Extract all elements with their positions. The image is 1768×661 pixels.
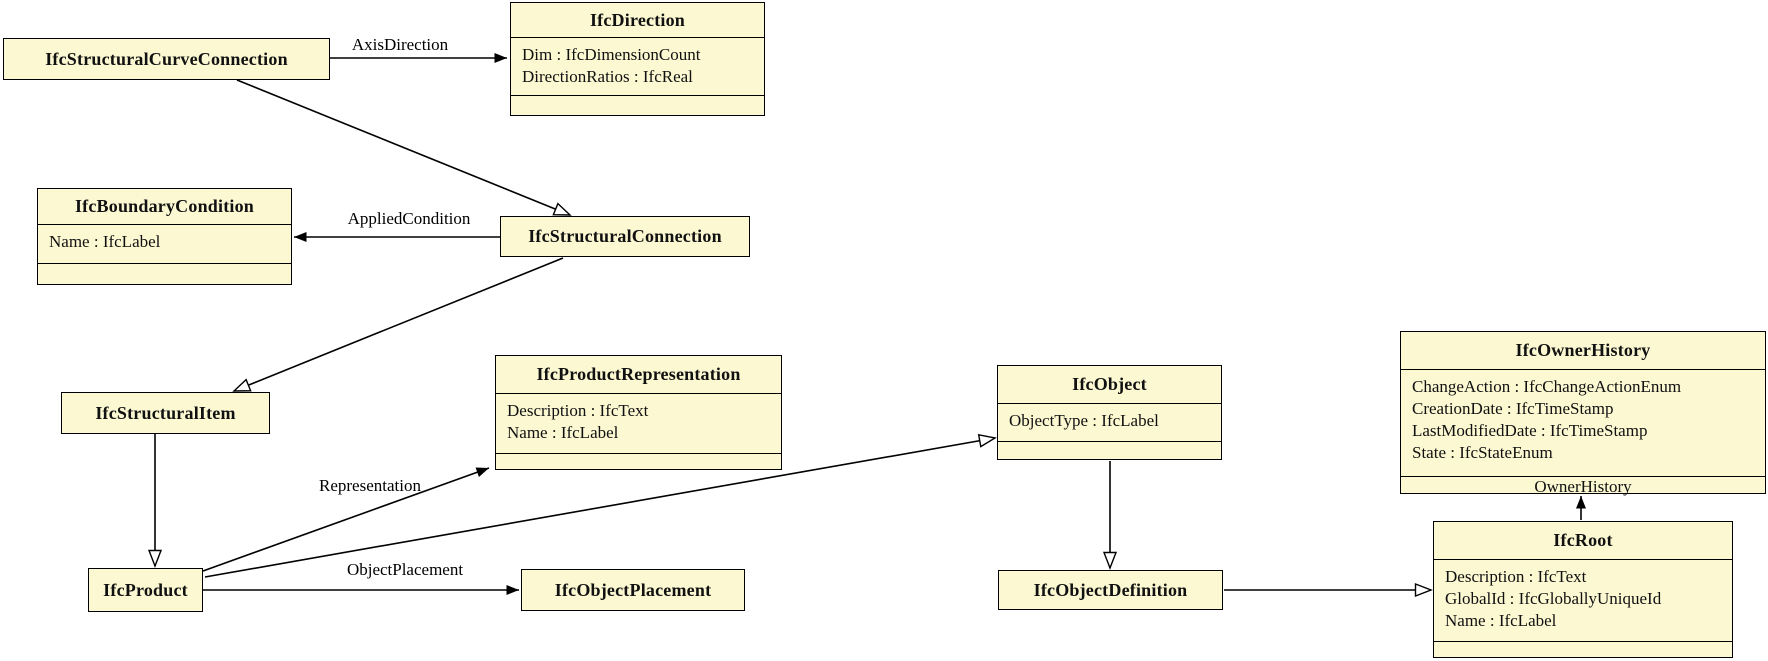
class-title: IfcProductRepresentation bbox=[536, 364, 741, 384]
class-title: IfcObjectDefinition bbox=[1033, 579, 1188, 600]
class-attribute: Name : IfcLabel bbox=[1445, 611, 1557, 630]
association-label-representation: Representation bbox=[319, 476, 421, 495]
class-title: IfcObject bbox=[1072, 374, 1147, 394]
attribute-compartment: ChangeAction : IfcChangeActionEnum Creat… bbox=[1401, 369, 1765, 476]
attribute-compartment: Description : IfcText Name : IfcLabel bbox=[496, 393, 781, 453]
empty-compartment bbox=[998, 441, 1221, 459]
class-title: IfcBoundaryCondition bbox=[74, 196, 255, 216]
class-attribute: State : IfcStateEnum bbox=[1412, 443, 1553, 462]
association-label-axisdirection: AxisDirection bbox=[351, 35, 449, 54]
attribute-compartment: Name : IfcLabel bbox=[38, 224, 291, 263]
class-ifcstructuralconnection: IfcStructuralConnection bbox=[500, 216, 750, 257]
class-ifcproductrepresentation: IfcProductRepresentation Description : I… bbox=[495, 355, 782, 470]
association-label-ownerhistory: OwnerHistory bbox=[1401, 476, 1765, 497]
class-title: IfcProduct bbox=[103, 579, 188, 600]
class-ifcownerhistory: IfcOwnerHistory ChangeAction : IfcChange… bbox=[1400, 331, 1766, 497]
class-attribute: ChangeAction : IfcChangeActionEnum bbox=[1412, 377, 1682, 396]
empty-compartment bbox=[511, 95, 764, 115]
class-attribute: Description : IfcText bbox=[507, 401, 649, 420]
class-ifcstructuralitem: IfcStructuralItem bbox=[61, 392, 270, 434]
class-ifcdirection: IfcDirection Dim : IfcDimensionCount Dir… bbox=[510, 2, 765, 116]
class-attribute: DirectionRatios : IfcReal bbox=[522, 67, 693, 86]
class-attribute: GlobalId : IfcGloballyUniqueId bbox=[1445, 589, 1662, 608]
class-attribute: ObjectType : IfcLabel bbox=[1009, 411, 1159, 430]
class-title: IfcStructuralConnection bbox=[528, 226, 722, 246]
class-attribute: Name : IfcLabel bbox=[49, 232, 161, 251]
association-label-objectplacement: ObjectPlacement bbox=[346, 560, 464, 579]
class-attribute: Description : IfcText bbox=[1445, 567, 1587, 586]
empty-compartment bbox=[1434, 641, 1732, 657]
class-title: IfcStructuralCurveConnection bbox=[45, 48, 288, 69]
class-ifcproduct: IfcProduct bbox=[88, 568, 203, 612]
association-label-appliedcondition: AppliedCondition bbox=[347, 209, 471, 228]
class-title: IfcRoot bbox=[1553, 530, 1613, 550]
class-title: IfcDirection bbox=[589, 9, 686, 30]
class-attribute: Dim : IfcDimensionCount bbox=[522, 45, 701, 64]
class-attribute: LastModifiedDate : IfcTimeStamp bbox=[1412, 421, 1648, 440]
class-ifcobjectplacement: IfcObjectPlacement bbox=[521, 569, 745, 611]
empty-compartment bbox=[38, 263, 291, 284]
class-title: IfcObjectPlacement bbox=[554, 579, 712, 600]
class-ifcstructuralcurveconnection: IfcStructuralCurveConnection bbox=[3, 38, 330, 80]
class-ifcboundarycondition: IfcBoundaryCondition Name : IfcLabel bbox=[37, 188, 292, 285]
class-ifcobjectdefinition: IfcObjectDefinition bbox=[998, 570, 1223, 610]
empty-compartment bbox=[496, 453, 781, 469]
attribute-compartment: Description : IfcText GlobalId : IfcGlob… bbox=[1434, 559, 1732, 641]
attribute-compartment: ObjectType : IfcLabel bbox=[998, 403, 1221, 441]
class-ifcroot: IfcRoot Description : IfcText GlobalId :… bbox=[1433, 521, 1733, 658]
attribute-compartment: Dim : IfcDimensionCount DirectionRatios … bbox=[511, 37, 764, 95]
class-ifcobject: IfcObject ObjectType : IfcLabel bbox=[997, 365, 1222, 460]
class-attribute: CreationDate : IfcTimeStamp bbox=[1412, 399, 1614, 418]
class-attribute: Name : IfcLabel bbox=[507, 423, 619, 442]
class-title: IfcStructuralItem bbox=[95, 402, 236, 423]
class-title: IfcOwnerHistory bbox=[1515, 340, 1651, 360]
